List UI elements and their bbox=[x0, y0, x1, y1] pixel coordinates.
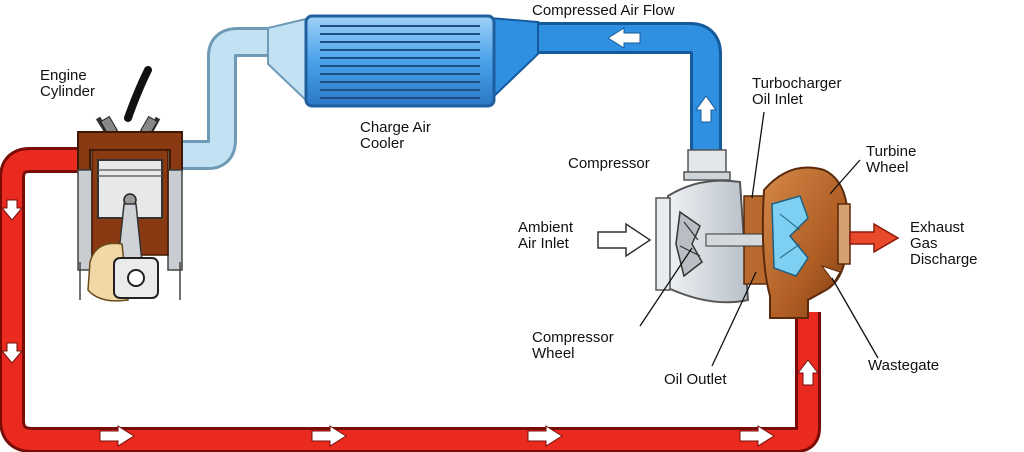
ambient-air-arrow-icon bbox=[597, 222, 652, 258]
label-wastegate: Wastegate bbox=[868, 357, 940, 374]
wastegate-flap bbox=[820, 265, 841, 283]
arrow-up-icon bbox=[695, 95, 717, 123]
label-exhaust-gas-discharge: Exhaust Gas Discharge bbox=[910, 219, 978, 268]
label-compressor: Compressor bbox=[568, 155, 650, 172]
arrow-right-icon bbox=[527, 425, 563, 447]
arrow-right-icon bbox=[99, 425, 135, 447]
arrow-right-icon bbox=[311, 425, 347, 447]
compressed-air-pipe bbox=[489, 16, 722, 152]
label-engine-cylinder: Engine Cylinder bbox=[40, 67, 96, 100]
engine-cylinder bbox=[77, 66, 183, 302]
arrow-left-icon bbox=[607, 27, 641, 49]
leader-lines bbox=[639, 111, 879, 367]
label-compressed-air-flow: Compressed Air Flow bbox=[532, 2, 675, 19]
label-charge-air-cooler: Charge Air Cooler bbox=[360, 119, 431, 152]
exhaust-discharge-arrow-icon bbox=[849, 222, 900, 254]
label-compressor-wheel: Compressor Wheel bbox=[532, 329, 614, 362]
turbine-wheel bbox=[771, 195, 809, 277]
exhaust-pipe bbox=[0, 147, 821, 452]
exhaust-flow-arrows bbox=[0, 199, 820, 447]
turbocharger bbox=[655, 149, 851, 319]
label-oil-outlet: Oil Outlet bbox=[664, 371, 727, 388]
arrow-right-icon bbox=[739, 425, 775, 447]
label-turbine-wheel: Turbine Wheel bbox=[866, 143, 917, 176]
compressor-wheel bbox=[675, 210, 703, 278]
intake-pipe-to-engine bbox=[180, 16, 311, 170]
label-ambient-air-inlet: Ambient Air Inlet bbox=[518, 219, 574, 252]
label-turbocharger-oil-inlet: Turbocharger Oil Inlet bbox=[752, 75, 842, 108]
arrow-up-icon bbox=[796, 359, 820, 386]
arrow-down-icon bbox=[0, 199, 24, 221]
arrow-down-icon bbox=[0, 342, 24, 364]
charge-air-cooler bbox=[304, 14, 496, 108]
